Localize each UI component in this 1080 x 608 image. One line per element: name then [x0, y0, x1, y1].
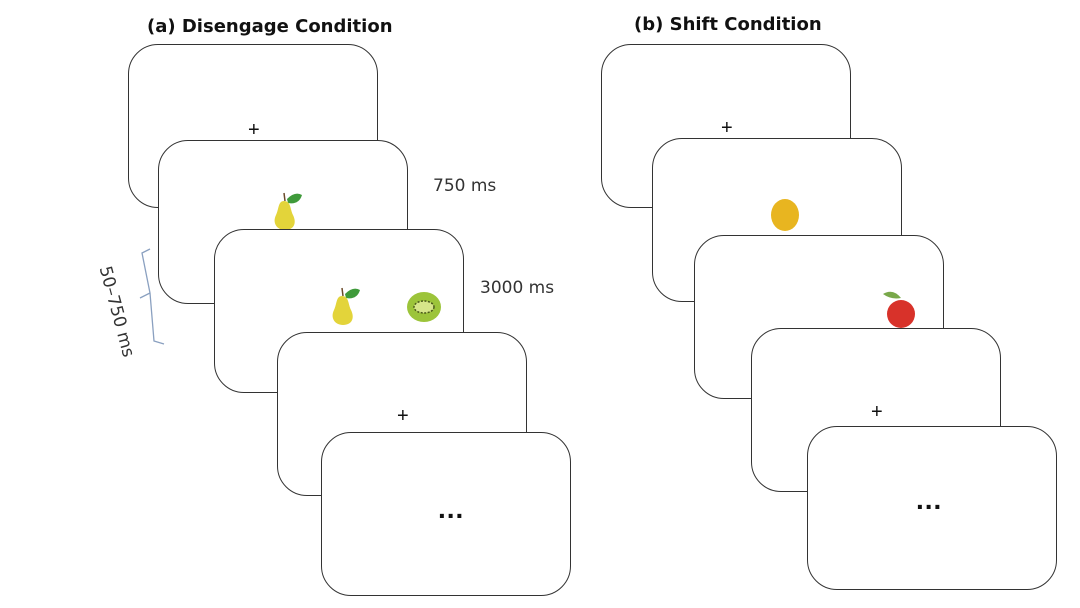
lemon-icon	[771, 199, 799, 231]
fixation-cross: +	[397, 405, 409, 427]
panel-b-title: (b) Shift Condition	[634, 14, 822, 35]
fixation-cross: +	[871, 401, 883, 423]
a-continuation-screen: ...	[321, 432, 571, 596]
ellipsis: ...	[916, 484, 943, 515]
b-continuation-screen: ...	[807, 426, 1057, 590]
fixation-cross: +	[248, 119, 260, 141]
apple-icon	[883, 291, 915, 328]
cue-duration-label: 750 ms	[433, 176, 497, 196]
interval-bracket	[139, 248, 165, 345]
pear-icon	[332, 287, 360, 325]
panel-a-title: (a) Disengage Condition	[147, 16, 393, 37]
kiwi-icon	[407, 292, 441, 322]
ellipsis: ...	[438, 493, 465, 524]
fixation-cross: +	[721, 117, 733, 139]
target-duration-label: 3000 ms	[480, 278, 555, 298]
pear-icon	[274, 192, 302, 230]
